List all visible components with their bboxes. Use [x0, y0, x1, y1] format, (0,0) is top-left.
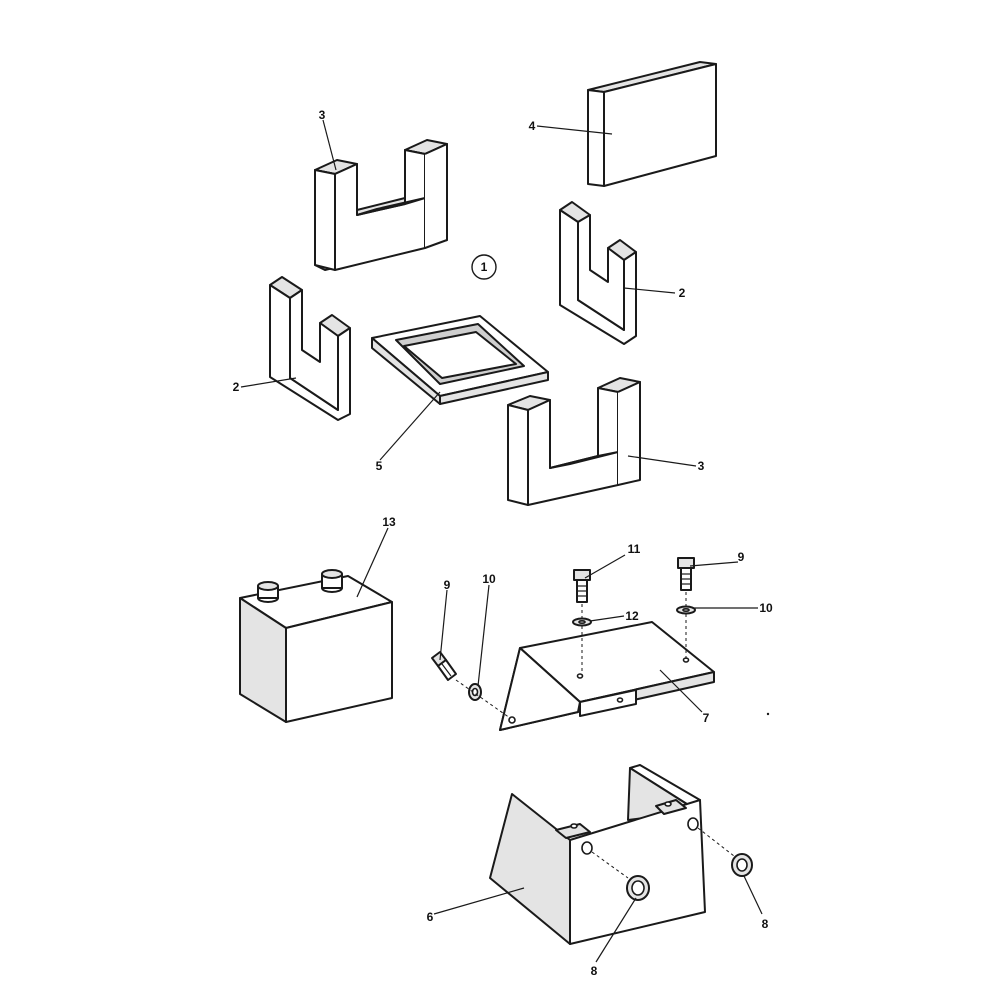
- callout-1: 1: [481, 260, 488, 274]
- washer-part-10-right: [676, 605, 696, 615]
- u-block-part-3-top: [314, 139, 448, 271]
- callout-10-right: 10: [759, 601, 773, 615]
- callout-circle-1: [471, 254, 497, 280]
- callout-9-right: 9: [738, 550, 745, 564]
- u-block-part-2-left: [269, 276, 351, 421]
- bolt-part-9-left: [431, 651, 457, 681]
- mounting-bracket-part-6: [489, 764, 706, 945]
- washer-part-12: [572, 617, 592, 627]
- bracket-part-7: [499, 621, 715, 731]
- callout-9-left: 9: [444, 578, 451, 592]
- callout-11: 11: [628, 542, 641, 556]
- battery-part-13: [239, 569, 393, 723]
- plate-part-4: [587, 61, 717, 187]
- callout-10-left: 10: [482, 572, 496, 586]
- callout-8-right: 8: [762, 917, 769, 931]
- callout-2-left: 2: [233, 380, 240, 394]
- callout-12: 12: [625, 609, 639, 623]
- callout-7: 7: [703, 711, 710, 725]
- grommet-alignment-lines: [591, 827, 735, 879]
- grommet-part-8-right: [731, 853, 753, 877]
- callout-4: 4: [529, 119, 536, 133]
- washer-part-10-left: [468, 683, 482, 701]
- callout-13: 13: [382, 515, 396, 529]
- callout-5: 5: [376, 459, 383, 473]
- u-block-part-2-right: [559, 201, 637, 345]
- callout-8-left: 8: [591, 964, 598, 978]
- callout-6: 6: [427, 910, 434, 924]
- fastener-alignment-lines: [455, 592, 687, 719]
- callout-2-right: 2: [679, 286, 686, 300]
- callout-3-bottom: 3: [698, 459, 705, 473]
- bolt-part-9-right: [677, 557, 695, 591]
- bolt-part-11: [573, 569, 591, 603]
- leader-lines: [240, 119, 763, 963]
- u-block-part-3-bottom: [507, 377, 641, 506]
- callouts: 1 3 4 2 2 5 3 13 9 10 11 9 12 10 7 6 8 8: [233, 108, 773, 978]
- grommet-part-8-left: [626, 875, 650, 901]
- stray-dot: [766, 712, 770, 716]
- callout-3-top: 3: [319, 108, 326, 122]
- frame-part-5: [371, 315, 549, 405]
